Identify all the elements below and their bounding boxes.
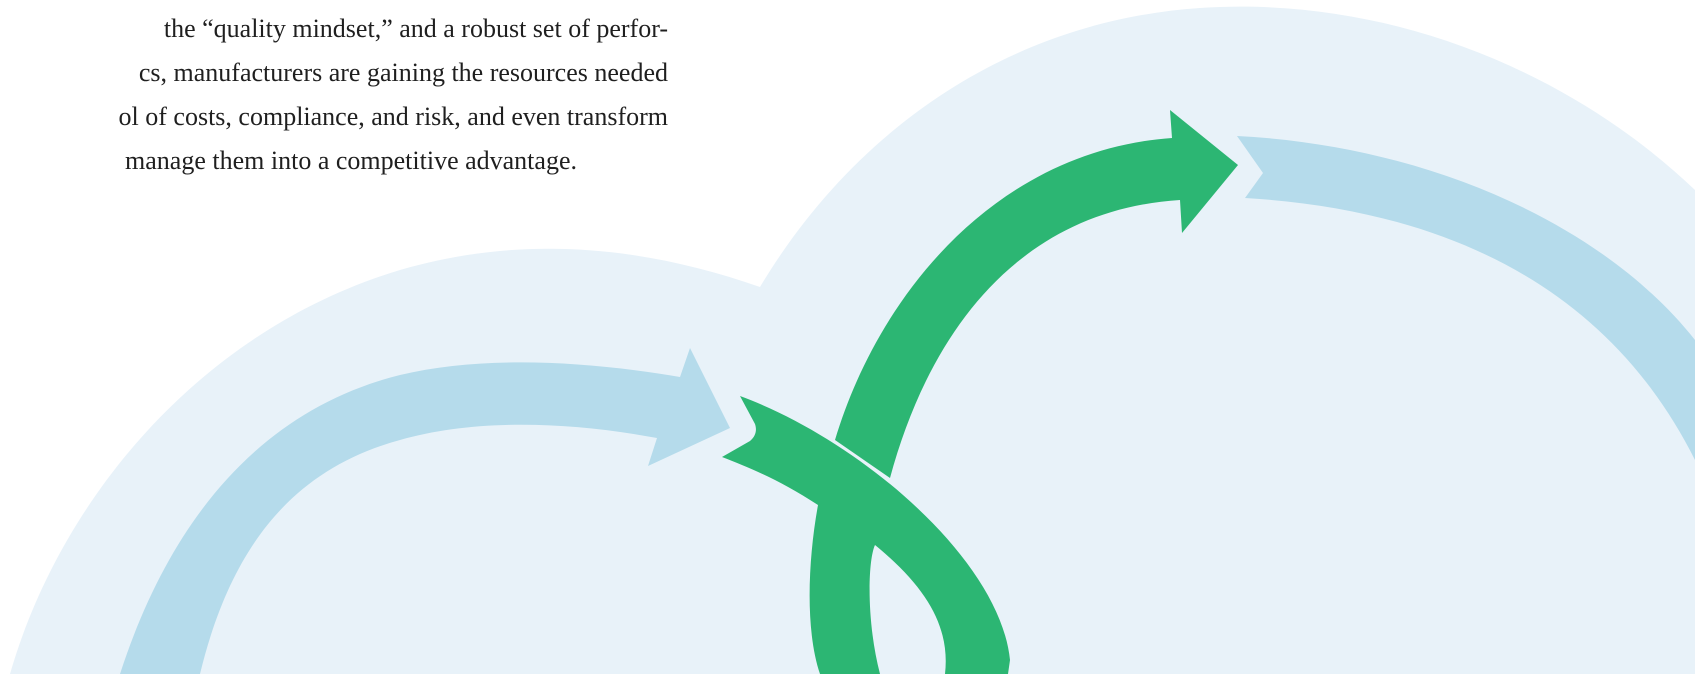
blue-arrow-left-icon <box>120 348 730 674</box>
body-text-line: manage them into a competitive advantage… <box>125 146 577 175</box>
green-infinity-arrow-icon <box>722 110 1238 674</box>
body-text-block: the “quality mindset,” and a robust set … <box>0 0 668 190</box>
green-arrow-lower-loop <box>722 396 1010 674</box>
green-arrow-upper-sweep <box>835 110 1238 478</box>
body-text-line: cs, manufacturers are gaining the resour… <box>138 58 668 87</box>
body-text-line: ol of costs, compliance, and risk, and e… <box>118 102 668 131</box>
body-text-line: the “quality mindset,” and a robust set … <box>163 14 668 43</box>
blue-arrow-right-icon <box>1237 136 1695 460</box>
